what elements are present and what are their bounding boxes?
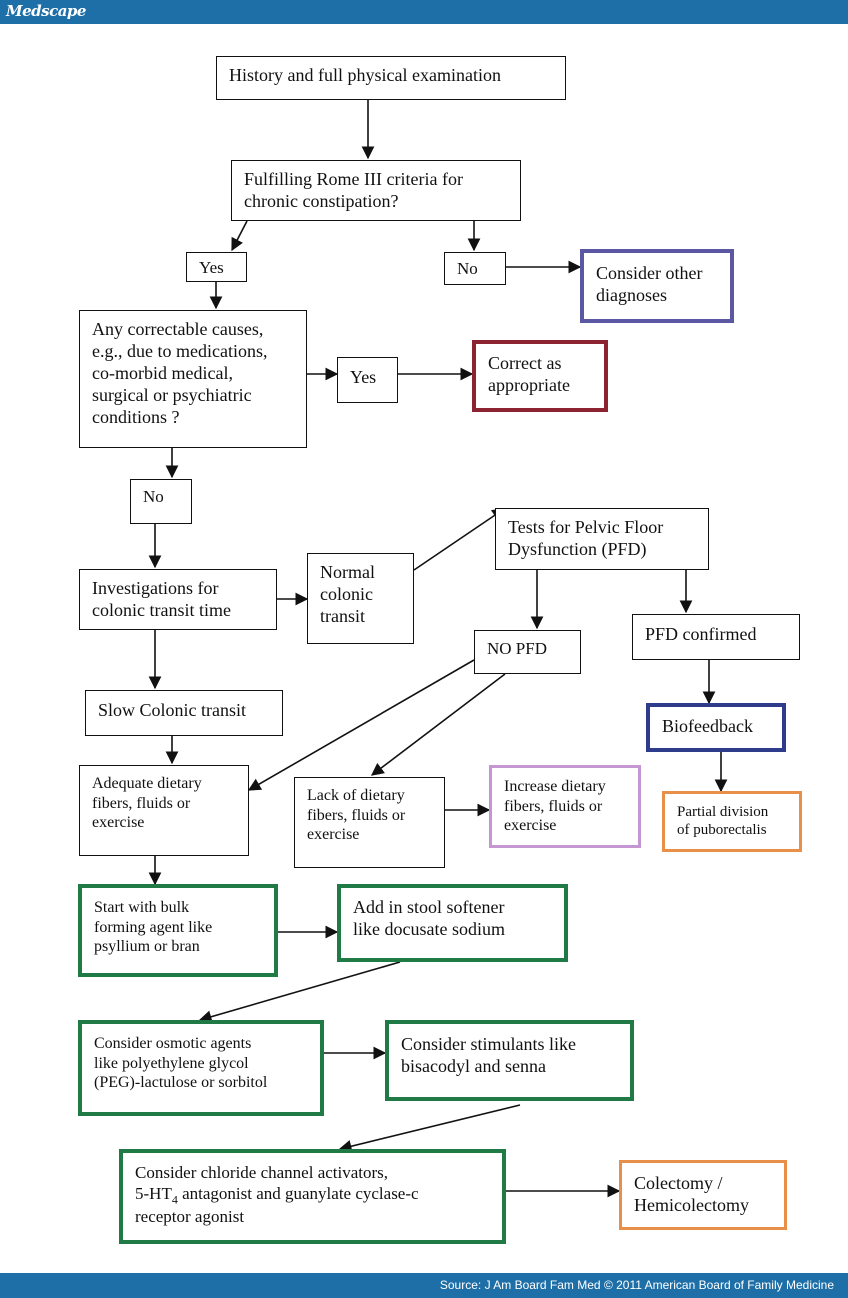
arrow-rome-yes (231, 220, 248, 252)
node-lack-dietary: Lack of dietary fibers, fluids or exerci… (294, 777, 445, 868)
node-no-pfd: NO PFD (474, 630, 581, 674)
node-history: History and full physical examination (216, 56, 566, 100)
node-osmotic-agents: Consider osmotic agents like polyethylen… (78, 1020, 324, 1116)
bottom-banner: Source: J Am Board Fam Med © 2011 Americ… (0, 1273, 848, 1298)
node-yes-correctable: Yes (337, 357, 398, 403)
node-consider-other-diagnoses: Consider other diagnoses (580, 249, 734, 323)
node-pfd-tests: Tests for Pelvic Floor Dysfunction (PFD) (495, 508, 709, 570)
node-bulk-forming-agent: Start with bulk forming agent like psyll… (78, 884, 278, 977)
node-correctable-causes: Any correctable causes, e.g., due to med… (79, 310, 307, 448)
arrow-normal-pfdtests (413, 508, 506, 571)
node-increase-dietary: Increase dietary fibers, fluids or exerc… (489, 765, 641, 848)
node-pfd-confirmed: PFD confirmed (632, 614, 800, 660)
node-stool-softener: Add in stool softener like docusate sodi… (337, 884, 568, 962)
node-investigations-transit: Investigations for colonic transit time (79, 569, 277, 630)
chloride-line-3: receptor agonist (135, 1206, 245, 1226)
arrow-softener-osmotic (198, 961, 401, 1023)
medscape-logo: Medscape (6, 2, 86, 20)
node-no-correctable: No (130, 479, 192, 524)
node-partial-division: Partial division of puborectalis (662, 791, 802, 852)
arrow-stimulants-chloride (338, 1104, 521, 1153)
node-yes-rome: Yes (186, 252, 247, 282)
node-colectomy: Colectomy / Hemicolectomy (619, 1160, 787, 1230)
node-chloride-channel-activators: Consider chloride channel activators, 5-… (119, 1149, 506, 1244)
arrow-nopfd-lack (370, 673, 506, 776)
arrow-nopfd-adequate (247, 659, 475, 791)
node-normal-colonic-transit: Normal colonic transit (307, 553, 414, 644)
node-adequate-dietary: Adequate dietary fibers, fluids or exerc… (79, 765, 249, 856)
chloride-line-1: Consider chloride channel activators, (135, 1163, 389, 1182)
node-stimulants: Consider stimulants like bisacodyl and s… (385, 1020, 634, 1101)
node-correct-as-appropriate: Correct as appropriate (472, 340, 608, 412)
node-biofeedback: Biofeedback (646, 703, 786, 752)
node-no-rome: No (444, 252, 506, 285)
node-rome-criteria: Fulfilling Rome III criteria for chronic… (231, 160, 521, 221)
node-slow-colonic-transit: Slow Colonic transit (85, 690, 283, 736)
source-citation: Source: J Am Board Fam Med © 2011 Americ… (439, 1278, 834, 1292)
top-banner: Medscape (0, 0, 848, 24)
chloride-line-2: 5-HT4 antagonist and guanylate cyclase-c (135, 1183, 419, 1207)
